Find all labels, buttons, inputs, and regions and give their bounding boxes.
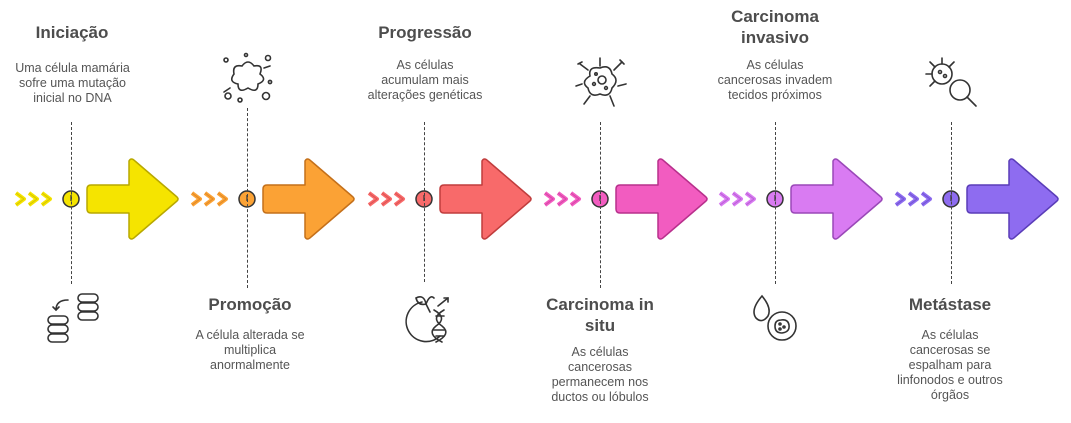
chevron-progressao-1 bbox=[367, 191, 379, 207]
chevron-metastase-1 bbox=[894, 191, 906, 207]
database-exchange-icon bbox=[47, 293, 99, 343]
chevron-outline-progressao-1 bbox=[368, 192, 378, 206]
stage-arrow-carcinoma-invasivo bbox=[790, 158, 883, 240]
chevron-carcinoma-in-situ-3 bbox=[569, 191, 581, 207]
chevron-iniciacao-2 bbox=[27, 191, 39, 207]
chevron-promocao-2 bbox=[203, 191, 215, 207]
chevron-progressao-3 bbox=[393, 191, 405, 207]
chevron-outline-carcinoma-in-situ-2 bbox=[557, 192, 567, 206]
chevron-outline-metastase-1 bbox=[895, 192, 905, 206]
chevron-iniciacao-3 bbox=[40, 191, 52, 207]
chevron-outline-promocao-3 bbox=[217, 192, 227, 206]
chevron-outline-carcinoma-invasivo-3 bbox=[745, 192, 755, 206]
chevron-metastase-3 bbox=[920, 191, 932, 207]
cell-splatter-icon bbox=[223, 52, 273, 103]
chevron-promocao-1 bbox=[190, 191, 202, 207]
chevron-carcinoma-invasivo-2 bbox=[731, 191, 743, 207]
stage-arrow-metastase bbox=[966, 158, 1059, 240]
stage-arrow-progressao bbox=[439, 158, 532, 240]
chevron-outline-carcinoma-invasivo-2 bbox=[732, 192, 742, 206]
chevron-carcinoma-in-situ-2 bbox=[556, 191, 568, 207]
droplet-cell-icon bbox=[753, 294, 797, 341]
stage-arrow-iniciacao bbox=[86, 158, 179, 240]
stage-arrow-carcinoma-in-situ bbox=[615, 158, 708, 240]
chevron-outline-carcinoma-in-situ-3 bbox=[570, 192, 580, 206]
chevron-outline-progressao-2 bbox=[381, 192, 391, 206]
connector-line-carcinoma-invasivo bbox=[775, 122, 776, 284]
chevron-outline-metastase-3 bbox=[921, 192, 931, 206]
stage-title-progressao: Progressão bbox=[378, 23, 472, 42]
connector-line-promocao bbox=[247, 108, 248, 288]
chevron-progressao-2 bbox=[380, 191, 392, 207]
virus-cell-icon bbox=[575, 57, 627, 107]
stage-title-metastase: Metástase bbox=[908, 295, 992, 314]
chevron-promocao-3 bbox=[216, 191, 228, 207]
stage-title-promocao: Promoção bbox=[208, 295, 292, 314]
connector-line-progressao bbox=[424, 122, 425, 282]
dna-growth-icon bbox=[405, 296, 449, 343]
chevron-carcinoma-in-situ-1 bbox=[543, 191, 555, 207]
chevron-outline-carcinoma-in-situ-1 bbox=[544, 192, 554, 206]
stage-title-iniciacao: Iniciação bbox=[35, 23, 109, 42]
chevron-outline-promocao-2 bbox=[204, 192, 214, 206]
chevron-outline-iniciacao-3 bbox=[41, 192, 51, 206]
chevron-outline-iniciacao-2 bbox=[28, 192, 38, 206]
chevron-outline-iniciacao-1 bbox=[15, 192, 25, 206]
connector-line-carcinoma-in-situ bbox=[600, 122, 601, 288]
chevron-outline-metastase-2 bbox=[908, 192, 918, 206]
chevron-metastase-2 bbox=[907, 191, 919, 207]
chevron-carcinoma-invasivo-1 bbox=[718, 191, 730, 207]
chevron-iniciacao-1 bbox=[14, 191, 26, 207]
cell-search-icon bbox=[925, 57, 977, 107]
chevron-outline-promocao-1 bbox=[191, 192, 201, 206]
chevron-carcinoma-invasivo-3 bbox=[744, 191, 756, 207]
connector-line-metastase bbox=[951, 122, 952, 284]
stage-arrow-promocao bbox=[262, 158, 355, 240]
chevron-outline-carcinoma-invasivo-1 bbox=[719, 192, 729, 206]
chevron-outline-progressao-3 bbox=[394, 192, 404, 206]
connector-line-iniciacao bbox=[71, 122, 72, 284]
